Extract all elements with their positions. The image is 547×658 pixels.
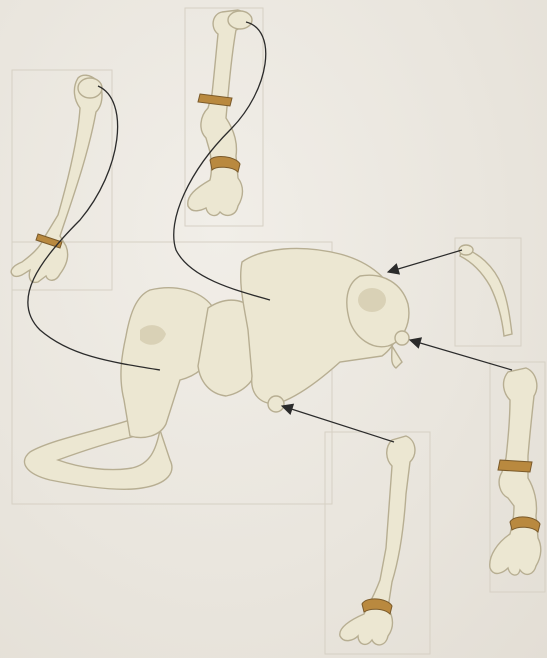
tail	[459, 245, 512, 336]
mammoth-skeleton-body	[24, 248, 409, 489]
front-leg-to-shoulder-arrow	[282, 406, 394, 442]
tail-to-body-arrow	[388, 250, 462, 272]
front-leg-upper-center	[188, 10, 252, 215]
front-leg-lower-center	[340, 436, 415, 645]
hind-leg-to-hip-arrow	[410, 340, 512, 370]
hind-leg-right	[490, 368, 541, 575]
front-leg-upper-left	[11, 75, 102, 282]
leg-band-top	[498, 460, 532, 472]
